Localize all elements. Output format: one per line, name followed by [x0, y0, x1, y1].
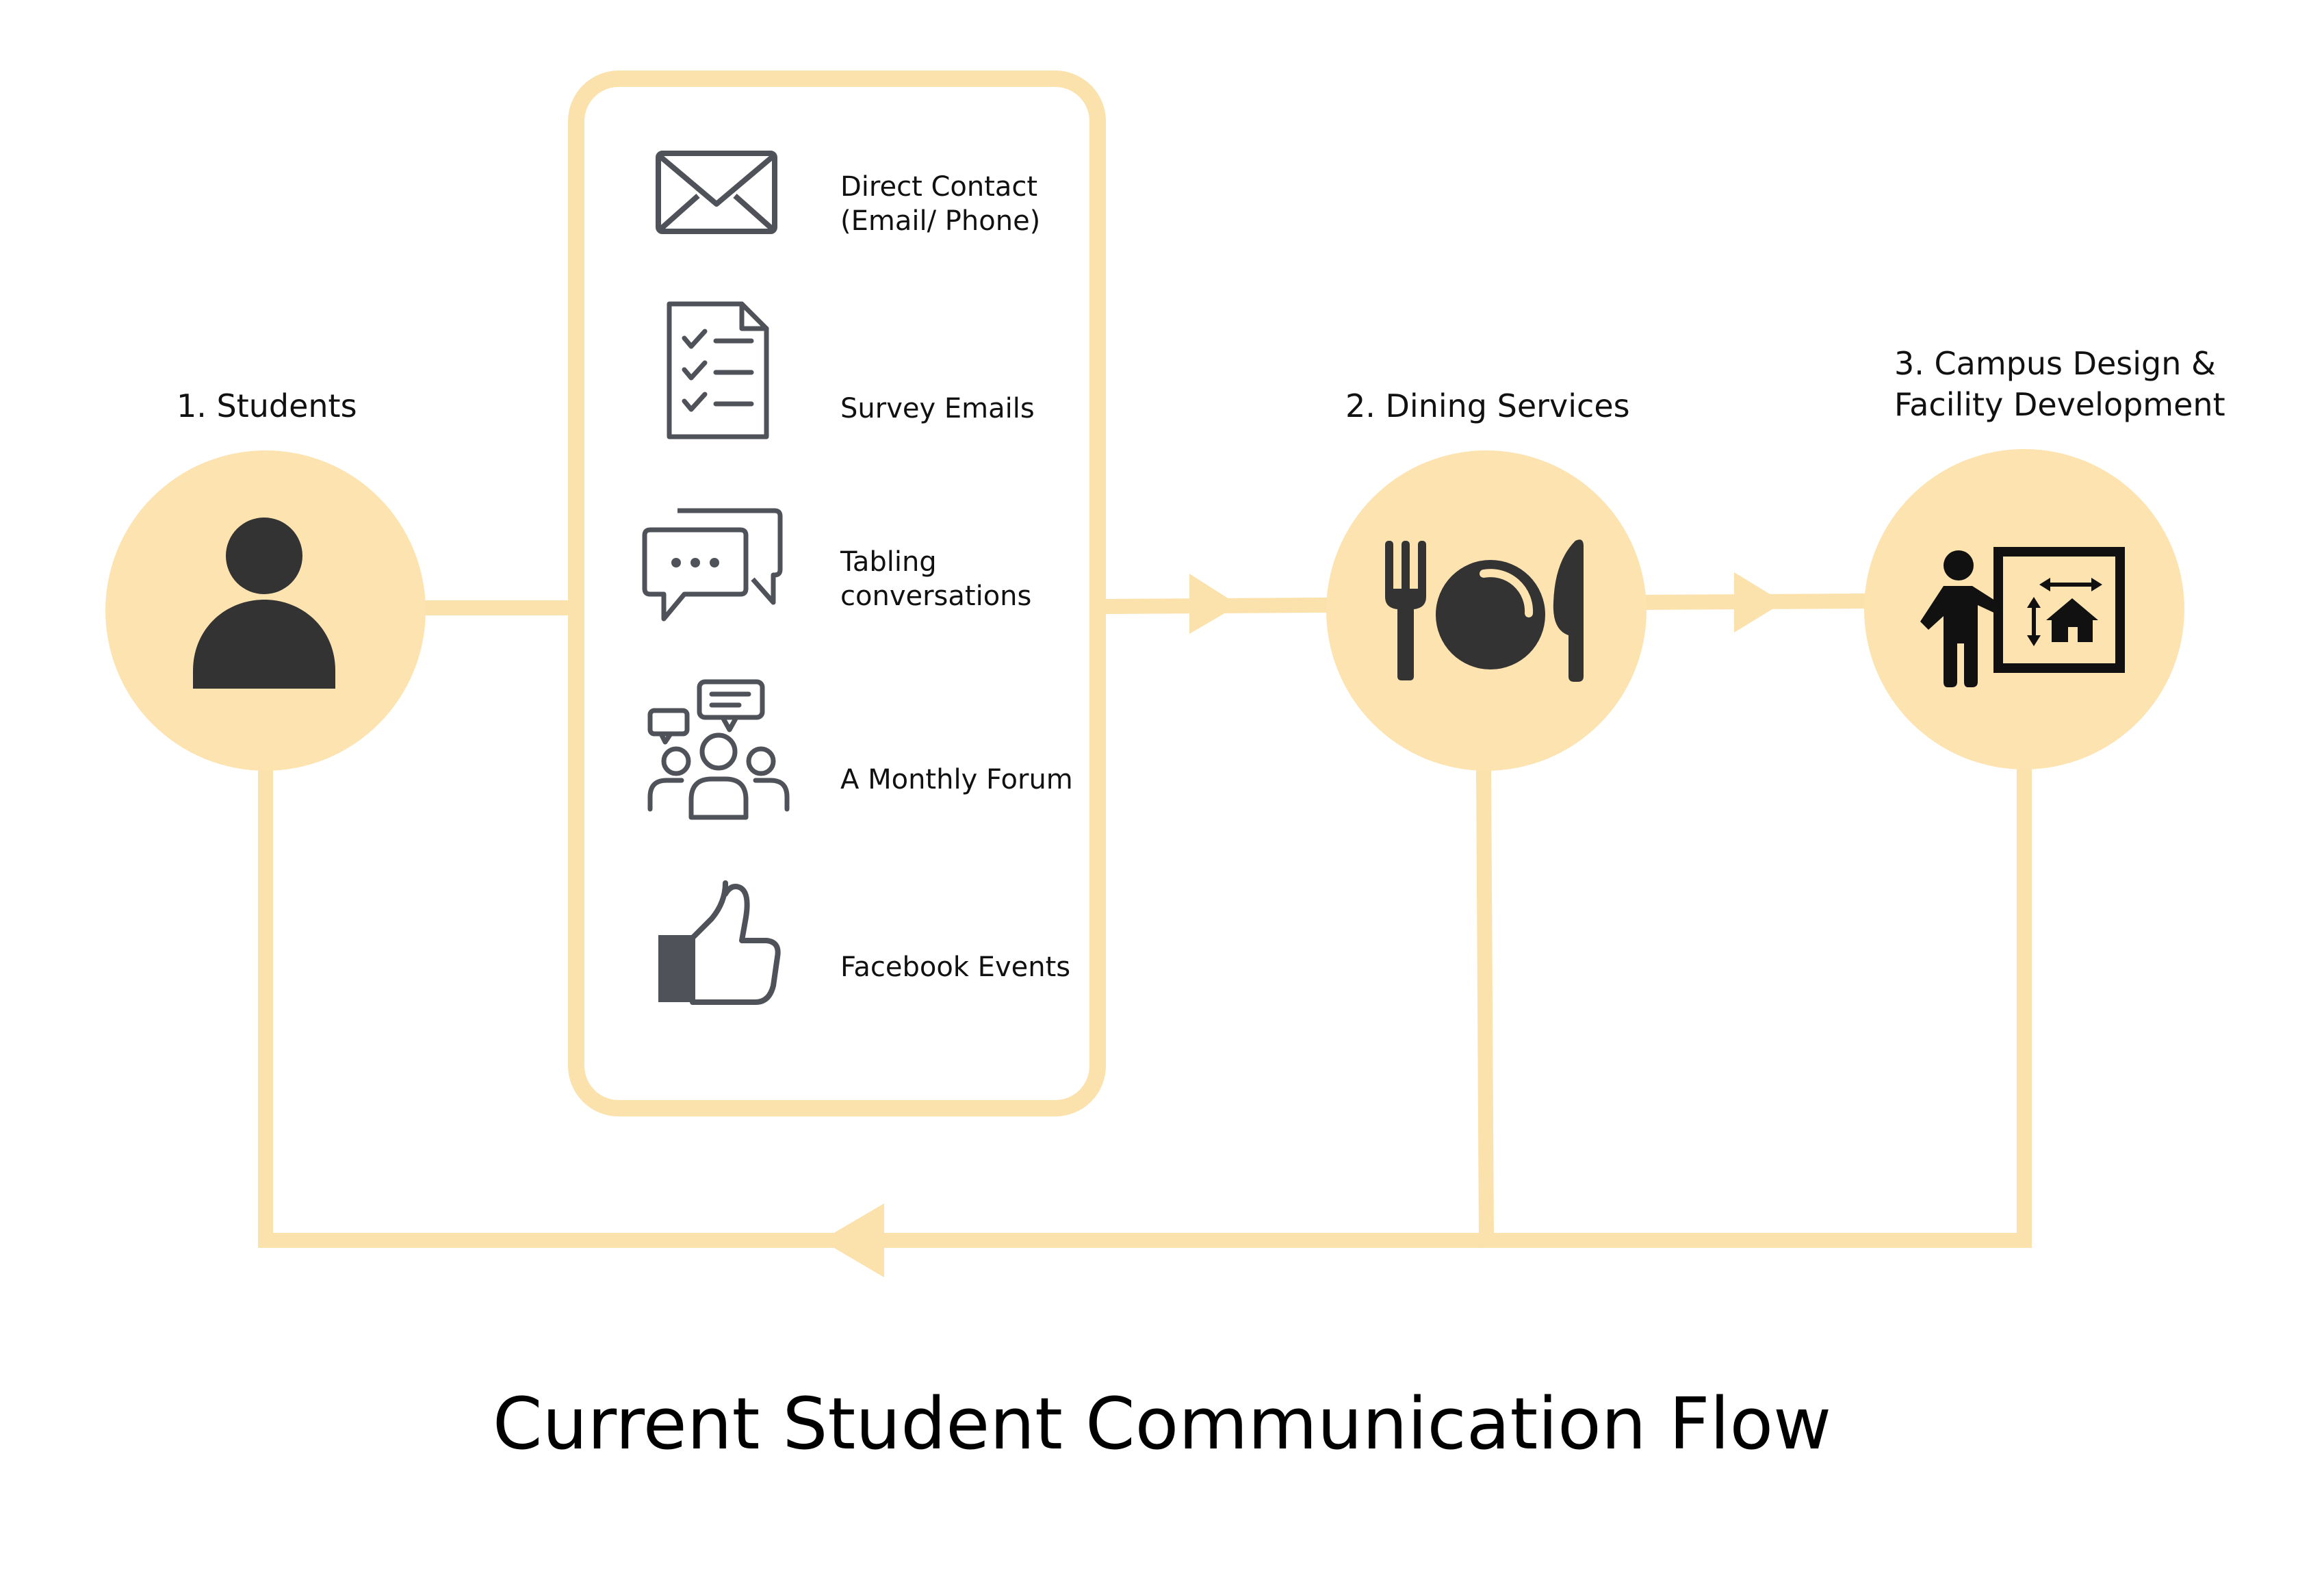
direct-contact-label-line2: (Email/ Phone) — [840, 205, 1041, 237]
dining-services-label: 2. Dining Services — [1345, 387, 1630, 424]
diagram-title: Current Student Communication Flow — [492, 1382, 1832, 1466]
campus-design-label-line1: 3. Campus Design & — [1894, 345, 2216, 382]
arrow-back-to-students — [821, 1203, 884, 1277]
monthly-forum-label: A Monthly Forum — [840, 764, 1073, 795]
flow-lines — [258, 593, 2032, 1249]
facebook-events-label: Facebook Events — [840, 951, 1071, 983]
person-icon — [193, 518, 335, 689]
thumbs-up-icon — [658, 880, 781, 1005]
channels-panel — [568, 71, 1106, 1116]
campus-node — [1864, 449, 2184, 769]
tabling-label-line2: conversations — [840, 580, 1032, 612]
checklist-icon — [667, 301, 769, 439]
group-discussion-icon — [647, 679, 790, 820]
chat-bubbles-icon — [642, 508, 783, 622]
feedback-loop-line — [258, 758, 2032, 1248]
arrow-to-dining — [1189, 574, 1239, 634]
campus-design-label-line2: Facility Development — [1894, 386, 2225, 423]
students-label: 1. Students — [177, 387, 357, 424]
arrowheads — [821, 572, 1783, 1277]
dining-feedback-line — [1475, 760, 1495, 1249]
facility-planning-icon — [1920, 547, 2125, 687]
survey-emails-label: Survey Emails — [840, 393, 1035, 424]
tabling-label-line1: Tabling — [840, 546, 937, 578]
direct-contact-label-line1: Direct Contact — [840, 171, 1038, 203]
envelope-icon — [656, 151, 777, 234]
arrow-to-campus — [1734, 572, 1783, 633]
plate-cutlery-icon — [1385, 539, 1584, 682]
